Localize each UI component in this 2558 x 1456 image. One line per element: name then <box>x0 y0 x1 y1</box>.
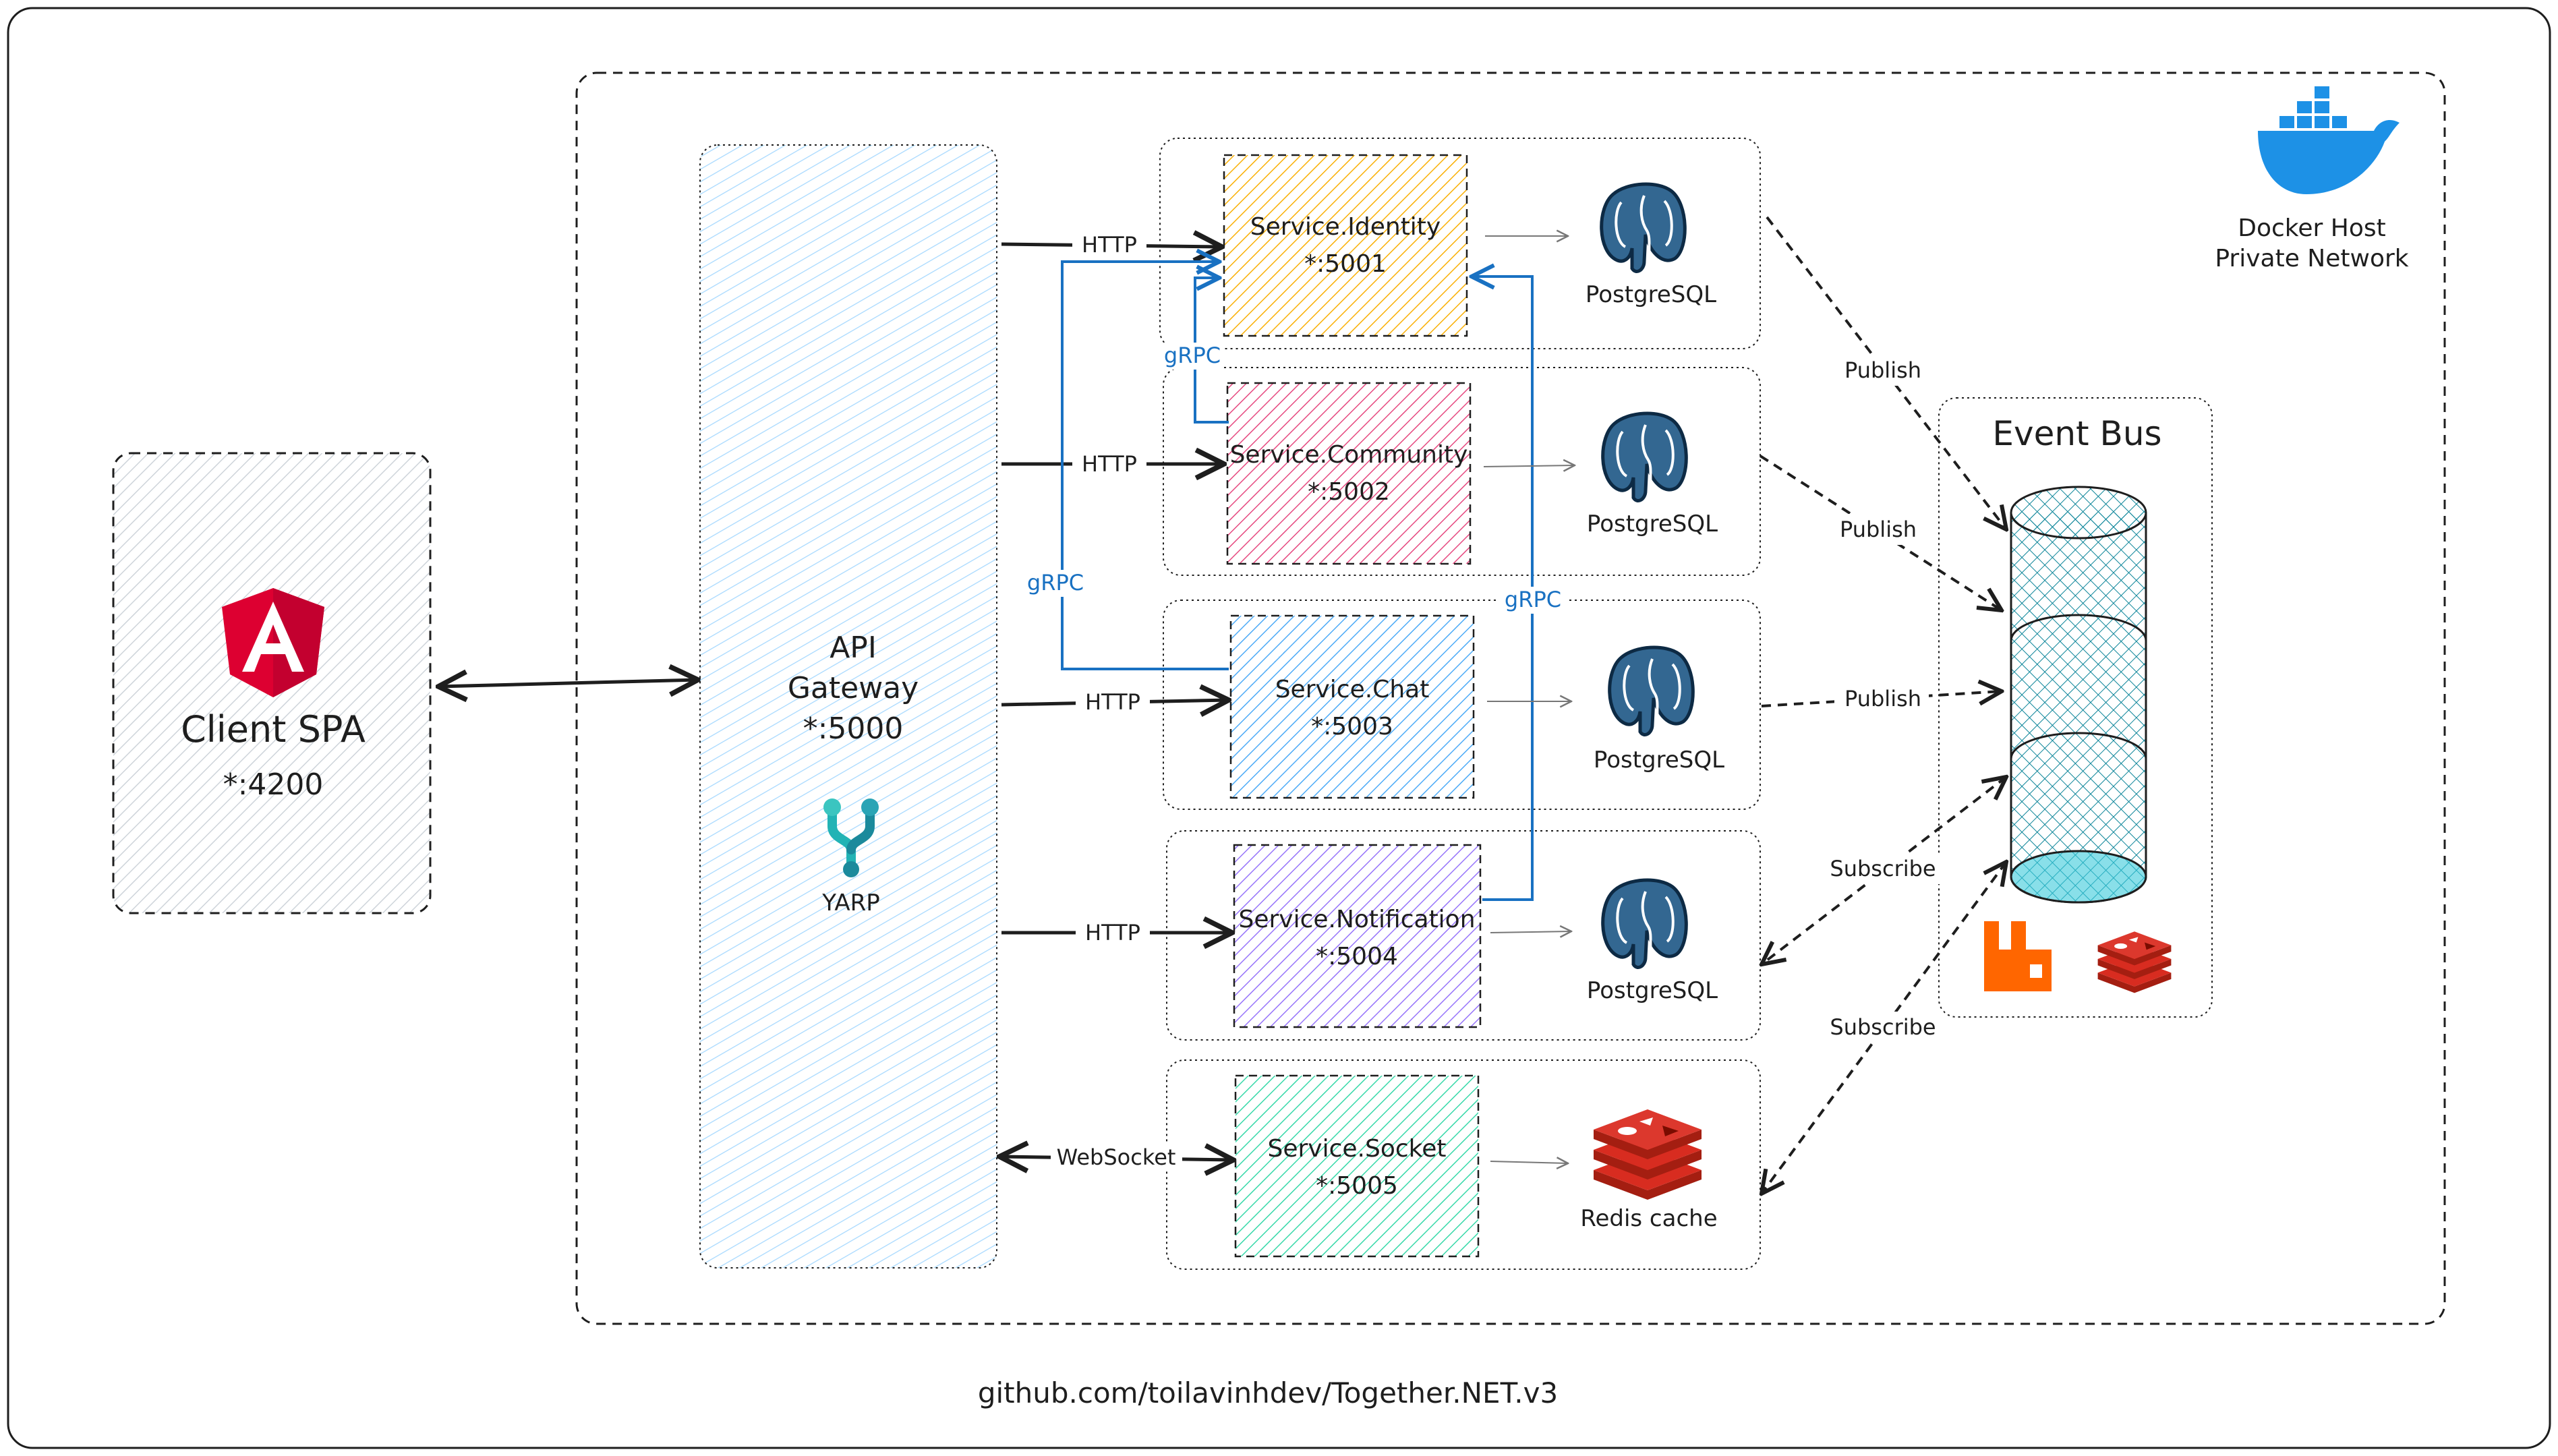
http-label-identity: HTTP <box>1082 232 1137 258</box>
yarp-label: YARP <box>821 890 880 916</box>
service-container-chat <box>1163 600 1761 810</box>
subscribe-arrow-socket <box>1762 862 2006 1194</box>
service-socket-name: Service.Socket <box>1268 1135 1447 1163</box>
publish-label-community: Publish <box>1840 517 1917 542</box>
service-identity-name: Service.Identity <box>1250 213 1441 241</box>
event-bus-node: Event Bus <box>1938 397 2213 1018</box>
cache-label-socket: Redis cache <box>1580 1205 1717 1232</box>
service-identity-port: *:5001 <box>1304 250 1387 278</box>
service-container-community <box>1163 367 1761 576</box>
service-notification-box <box>1233 844 1482 1028</box>
postgresql-icon <box>1602 184 1685 272</box>
service-container-identity <box>1159 138 1761 349</box>
db-arrow-community <box>1483 465 1575 467</box>
service-chat-port: *:5003 <box>1311 713 1393 740</box>
http-label-community: HTTP <box>1082 451 1137 477</box>
cache-arrow-socket <box>1490 1161 1568 1163</box>
postgresql-icon <box>1603 413 1687 501</box>
service-notification-port: *:5004 <box>1316 943 1398 970</box>
outer-frame <box>7 7 2551 1449</box>
event-bus-title: Event Bus <box>1992 414 2161 453</box>
grpc-label-community: gRPC <box>1164 343 1221 368</box>
postgresql-icon <box>1610 647 1693 735</box>
docker-host-title: Docker Host <box>2238 214 2385 242</box>
grpc-arrow-chat-identity <box>1061 262 1229 670</box>
rabbitmq-icon <box>1984 921 2052 991</box>
api-gateway-port: *:5000 <box>803 711 904 746</box>
service-community-box <box>1226 382 1472 565</box>
api-gateway-node: API Gateway *:5000 YARP <box>699 144 997 1269</box>
redis-icon <box>1594 1109 1702 1200</box>
message-queue-cylinder <box>2010 486 2147 904</box>
subscribe-label-socket: Subscribe <box>1830 1014 1936 1040</box>
db-label-notification: PostgreSQL <box>1587 977 1718 1004</box>
http-label-notification: HTTP <box>1085 920 1140 945</box>
angular-icon <box>222 588 324 697</box>
service-chat-name: Service.Chat <box>1275 676 1430 703</box>
client-spa-title: Client SPA <box>181 708 366 751</box>
client-gateway-arrow <box>438 680 698 687</box>
websocket-label: WebSocket <box>1057 1144 1176 1170</box>
service-community-name: Service.Community <box>1230 441 1468 469</box>
db-label-chat: PostgreSQL <box>1594 747 1724 774</box>
service-community-port: *:5002 <box>1308 478 1390 506</box>
publish-label-chat: Publish <box>1844 686 1921 711</box>
db-arrow-notification <box>1490 931 1571 933</box>
service-socket-port: *:5005 <box>1316 1172 1398 1200</box>
grpc-label-notification: gRPC <box>1505 587 1561 612</box>
publish-label-identity: Publish <box>1844 357 1921 383</box>
yarp-icon <box>823 798 879 877</box>
db-label-community: PostgreSQL <box>1587 511 1718 537</box>
client-spa-node: Client SPA *:4200 <box>112 452 432 914</box>
service-identity-box <box>1223 154 1468 337</box>
db-label-identity: PostgreSQL <box>1586 281 1716 308</box>
service-notification-name: Service.Notification <box>1238 906 1475 933</box>
postgresql-icon <box>1603 880 1687 968</box>
api-gateway-title-line1: API <box>830 631 877 665</box>
service-socket-box <box>1234 1074 1480 1258</box>
client-spa-port: *:4200 <box>223 767 324 802</box>
docker-host-boundary <box>575 71 2446 1325</box>
api-gateway-title-line2: Gateway <box>788 671 919 705</box>
http-label-chat: HTTP <box>1085 689 1140 715</box>
docker-whale-icon <box>2258 86 2400 194</box>
footer-repo-link[interactable]: github.com/toilavinhdev/Together.NET.v3 <box>978 1376 1558 1409</box>
docker-host-subtitle: Private Network <box>2215 245 2408 272</box>
grpc-label-chat: gRPC <box>1027 570 1084 595</box>
service-chat-box <box>1229 614 1475 799</box>
subscribe-label-notification: Subscribe <box>1830 856 1936 881</box>
redis-icon <box>2097 931 2172 993</box>
